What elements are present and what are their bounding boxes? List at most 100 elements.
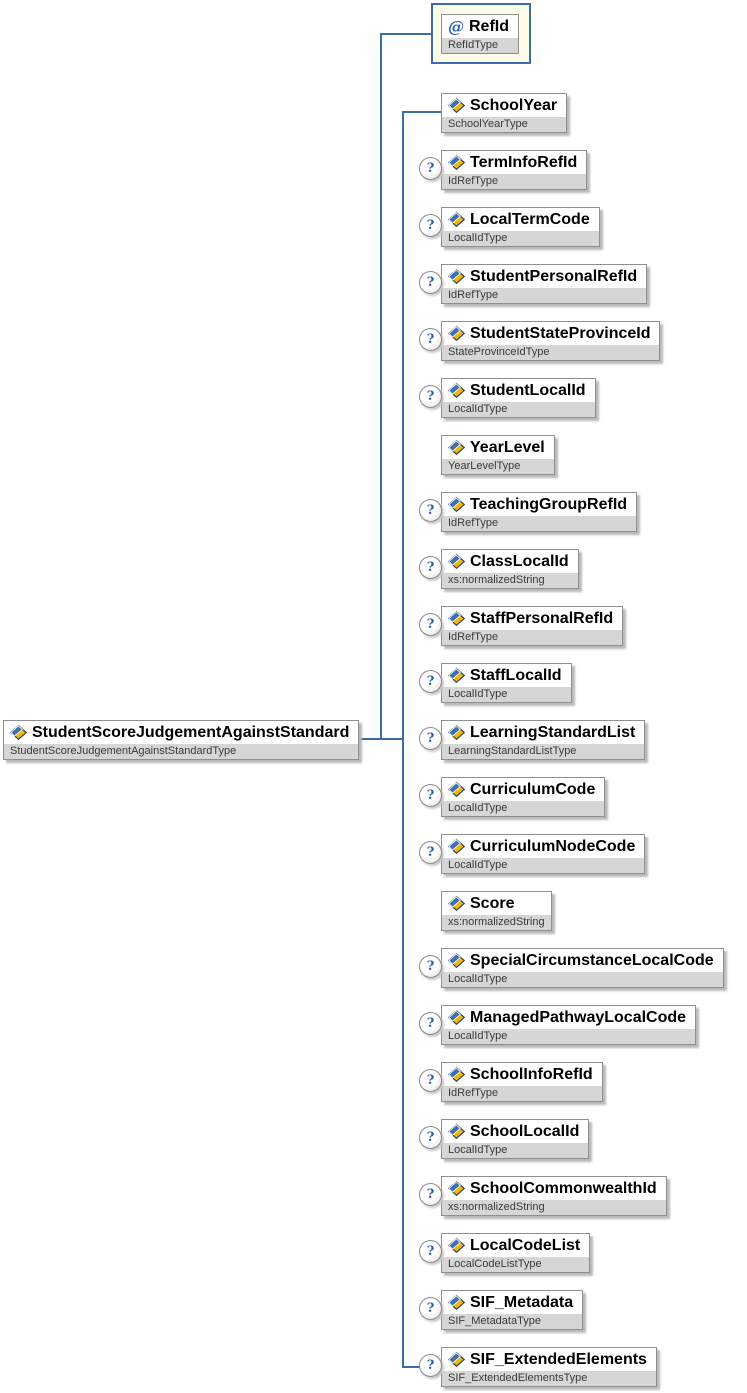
element-name: SchoolInfoRefId: [470, 1065, 593, 1083]
element-icon: [448, 326, 465, 341]
optional-indicator: ?: [419, 328, 442, 351]
element-type: LearningStandardListType: [442, 744, 645, 759]
element-icon: [448, 440, 465, 455]
element-icon: [448, 383, 465, 398]
optional-indicator: ?: [419, 556, 442, 579]
element-icon: [10, 725, 27, 740]
optional-indicator: ?: [419, 271, 442, 294]
element-title-row: CurriculumNodeCode: [442, 835, 644, 858]
element-type: IdRefType: [442, 1086, 602, 1101]
element-title-row: SIF_ExtendedElements: [442, 1348, 656, 1371]
attribute-group-box: @ RefId RefIdType: [431, 3, 531, 64]
optional-indicator: ?: [419, 1297, 442, 1320]
element-name: StudentPersonalRefId: [470, 267, 638, 285]
element-name: StaffPersonalRefId: [470, 609, 614, 627]
element-type: LocalIdType: [442, 1029, 696, 1044]
root-element-node[interactable]: StudentScoreJudgementAgainstStandard Stu…: [3, 720, 360, 760]
element-name: ClassLocalId: [470, 552, 569, 570]
optional-indicator: ?: [419, 157, 442, 180]
element-type: IdRefType: [442, 516, 637, 531]
element-type: xs:normalizedString: [442, 915, 551, 930]
optional-indicator: ?: [419, 1240, 442, 1263]
element-name: ManagedPathwayLocalCode: [470, 1008, 687, 1026]
optional-indicator: ?: [419, 784, 442, 807]
element-name: SchoolCommonwealthId: [470, 1179, 657, 1197]
element-name: TeachingGroupRefId: [470, 495, 628, 513]
element-name: SchoolLocalId: [470, 1122, 580, 1140]
root-title-row: StudentScoreJudgementAgainstStandard: [4, 721, 358, 744]
element-icon: [448, 839, 465, 854]
element-icon: [448, 782, 465, 797]
element-type: LocalCodeListType: [442, 1257, 590, 1272]
element-icon: [448, 725, 465, 740]
attribute-node-refid[interactable]: @ RefId RefIdType: [441, 14, 519, 54]
element-title-row: CurriculumCode: [442, 778, 604, 801]
optional-indicator: ?: [419, 841, 442, 864]
connector-line: [380, 33, 382, 740]
element-title-row: StudentLocalId: [442, 379, 595, 402]
root-element-name: StudentScoreJudgementAgainstStandard: [32, 723, 350, 741]
element-title-row: SchoolLocalId: [442, 1120, 588, 1143]
element-icon: [448, 611, 465, 626]
element-name: SIF_Metadata: [470, 1293, 574, 1311]
element-type: IdRefType: [442, 630, 623, 645]
element-name: LocalCodeList: [470, 1236, 581, 1254]
connector-line: [402, 111, 460, 113]
element-icon: [448, 554, 465, 569]
element-icon: [448, 212, 465, 227]
element-title-row: YearLevel: [442, 436, 554, 459]
connector-line: [380, 33, 445, 35]
element-type: IdRefType: [442, 174, 587, 189]
element-icon: [448, 668, 465, 683]
element-title-row: StudentPersonalRefId: [442, 265, 646, 288]
element-type: LocalIdType: [442, 801, 605, 816]
attribute-title-row: @ RefId: [442, 15, 518, 38]
optional-indicator: ?: [419, 727, 442, 750]
element-name: CurriculumCode: [470, 780, 596, 798]
element-name: TermInfoRefId: [470, 153, 578, 171]
element-icon: [448, 155, 465, 170]
element-type: LocalIdType: [442, 858, 645, 873]
element-title-row: StaffLocalId: [442, 664, 571, 687]
element-type: SIF_MetadataType: [442, 1314, 583, 1329]
element-title-row: SchoolYear: [442, 94, 566, 117]
element-title-row: ClassLocalId: [442, 550, 578, 573]
